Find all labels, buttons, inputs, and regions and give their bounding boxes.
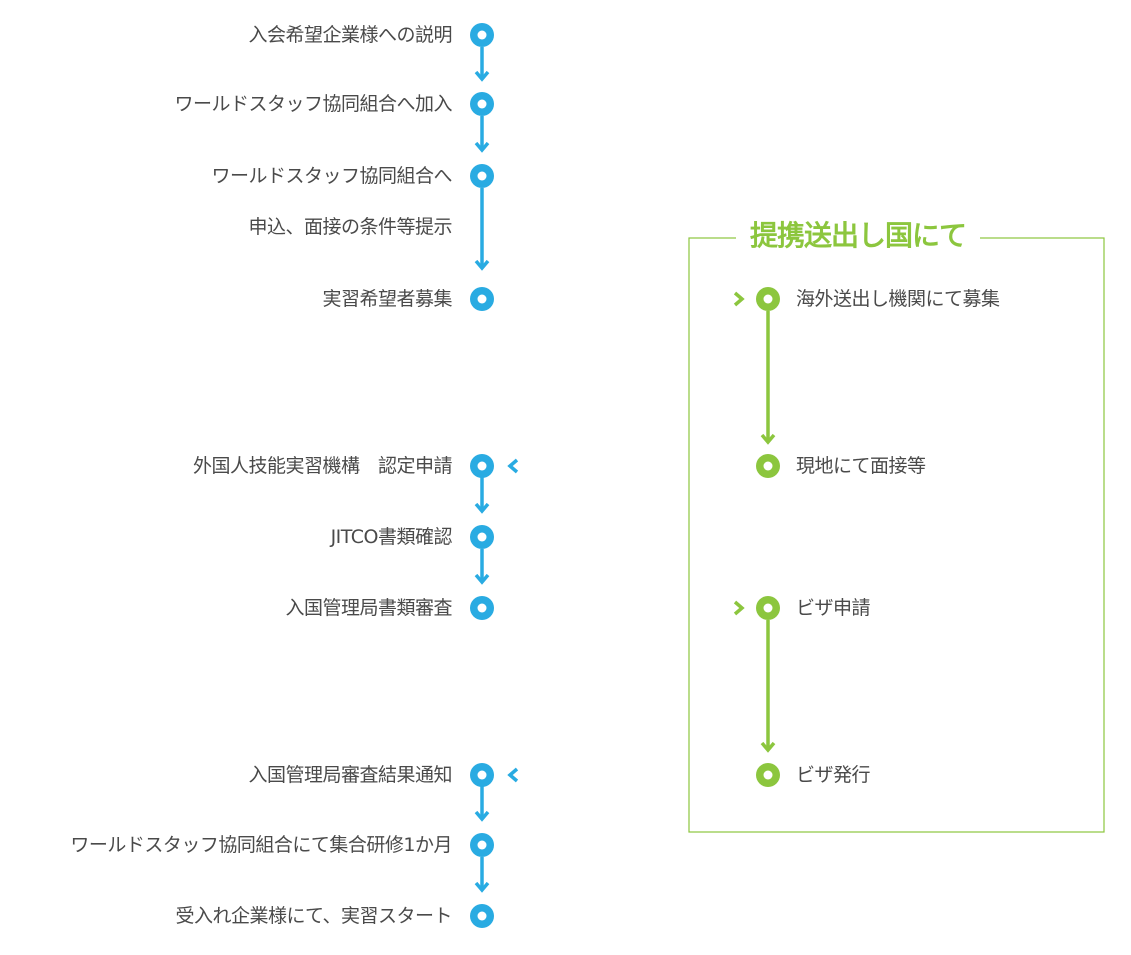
right-step-label-1: 海外送出し機関にて募集	[796, 288, 1000, 310]
box-title: 提携送出し国にて	[736, 222, 981, 250]
right-step-label-3: ビザ申請	[796, 597, 871, 619]
cross-connectors	[494, 291, 756, 783]
left-step-label-2: ワールドスタッフ協同組合へ加入	[174, 93, 452, 115]
left-connectors	[474, 47, 490, 893]
node-blue-4	[470, 287, 494, 311]
node-blue-1	[470, 23, 494, 47]
node-blue-5	[470, 454, 494, 478]
left-step-label-10: 受入れ企業様にて、実習スタート	[175, 905, 452, 927]
left-step-label-3: ワールドスタッフ協同組合へ	[211, 165, 452, 187]
left-step-label-8: 入国管理局審査結果通知	[248, 764, 452, 786]
right-step-label-4: ビザ発行	[796, 764, 871, 786]
left-step-label-3-line2: 申込、面接の条件等提示	[248, 216, 452, 238]
overseas-box	[688, 237, 1105, 833]
node-green-2	[756, 454, 780, 478]
node-green-1	[756, 287, 780, 311]
left-step-label-7: 入国管理局書類審査	[285, 597, 452, 619]
left-nodes	[470, 23, 494, 928]
left-step-label-5: 外国人技能実習機構 認定申請	[192, 455, 453, 477]
left-step-label-6: JITCO書類確認	[330, 526, 453, 548]
node-blue-3	[470, 164, 494, 188]
right-connectors	[760, 311, 776, 753]
right-nodes	[756, 287, 780, 787]
node-blue-8	[470, 763, 494, 787]
right-step-label-2: 現地にて面接等	[796, 455, 926, 477]
node-blue-6	[470, 525, 494, 549]
node-blue-2	[470, 92, 494, 116]
left-step-label-1: 入会希望企業様への説明	[248, 24, 452, 46]
node-blue-9	[470, 833, 494, 857]
left-step-label-4: 実習希望者募集	[322, 288, 452, 310]
node-blue-7	[470, 596, 494, 620]
node-blue-10	[470, 904, 494, 928]
node-green-4	[756, 763, 780, 787]
left-step-label-9: ワールドスタッフ協同組合にて集合研修1か月	[70, 834, 452, 856]
node-green-3	[756, 596, 780, 620]
